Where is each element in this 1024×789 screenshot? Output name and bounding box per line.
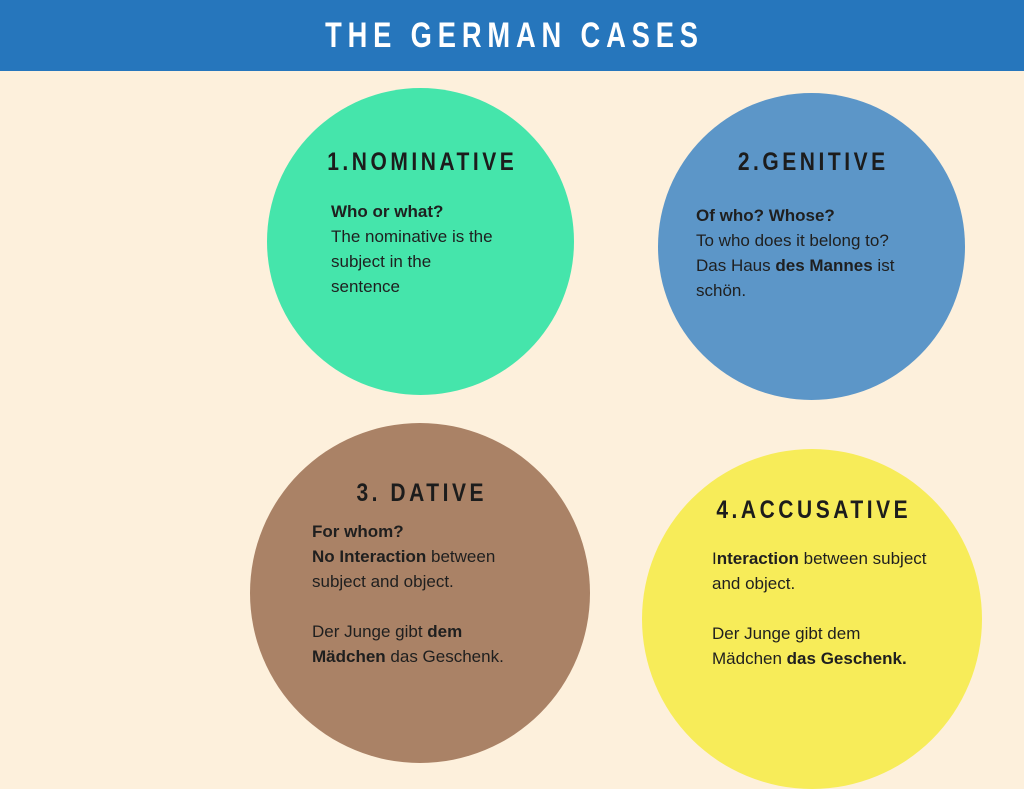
case-desc-highlight: nteraction (716, 549, 799, 568)
case-circle-nominative: 1.NOMINATIVE Who or what? The nominative… (267, 88, 574, 395)
case-desc-highlight: No Interaction (312, 547, 427, 566)
case-title-nominative: 1.NOMINATIVE (327, 148, 518, 176)
case-desc-line: and object. (712, 574, 796, 593)
case-body-accusative: Interaction between subject and object. … (712, 546, 952, 671)
case-example-highlight: dem (427, 622, 463, 641)
case-title-accusative: 4.ACCUSATIVE (716, 496, 912, 524)
case-desc-line: between subject (798, 549, 927, 568)
case-title-genitive: 2.GENITIVE (737, 148, 889, 176)
case-title-dative: 3. DATIVE (356, 479, 488, 507)
case-body-nominative: Who or what? The nominative is the subje… (331, 199, 531, 299)
case-example-text: Mädchen (712, 649, 787, 668)
case-example-highlight: das Geschenk. (786, 649, 907, 668)
case-example-text: das Geschenk. (385, 647, 504, 666)
case-example-text: Der Junge gibt dem (712, 624, 861, 643)
case-desc-line: subject and object. (312, 572, 454, 591)
case-circle-dative: 3. DATIVE For whom? No Interaction betwe… (250, 423, 590, 763)
case-desc-line: The nominative is the (331, 227, 493, 246)
case-example-highlight: des Mannes (775, 256, 873, 275)
case-example-highlight: Mädchen (312, 647, 386, 666)
case-circle-accusative: 4.ACCUSATIVE Interaction between subject… (642, 449, 982, 789)
case-circle-genitive: 2.GENITIVE Of who? Whose? To who does it… (658, 93, 965, 400)
case-desc-line: subject in the (331, 252, 432, 271)
case-body-dative: For whom? No Interaction between subject… (312, 519, 547, 669)
cases-diagram: 1.NOMINATIVE Who or what? The nominative… (0, 71, 1024, 789)
case-question-genitive: Of who? Whose? (696, 206, 835, 225)
header-bar: THE GERMAN CASES (0, 0, 1024, 71)
case-example-text: schön. (696, 281, 747, 300)
case-desc-line: To who does it belong to? (696, 231, 889, 250)
case-example-text: Das Haus (696, 256, 776, 275)
paragraph-spacer (712, 596, 952, 621)
case-body-genitive: Of who? Whose? To who does it belong to?… (696, 203, 936, 303)
case-example-text: Der Junge gibt (312, 622, 428, 641)
case-example-text: ist (872, 256, 895, 275)
case-question-dative: For whom? (312, 522, 404, 541)
paragraph-spacer (312, 594, 547, 619)
page-title: THE GERMAN CASES (325, 16, 705, 55)
case-desc-line: sentence (331, 277, 400, 296)
case-desc-line: I (712, 549, 717, 568)
case-desc-line: between (426, 547, 496, 566)
case-question-nominative: Who or what? (331, 202, 444, 221)
